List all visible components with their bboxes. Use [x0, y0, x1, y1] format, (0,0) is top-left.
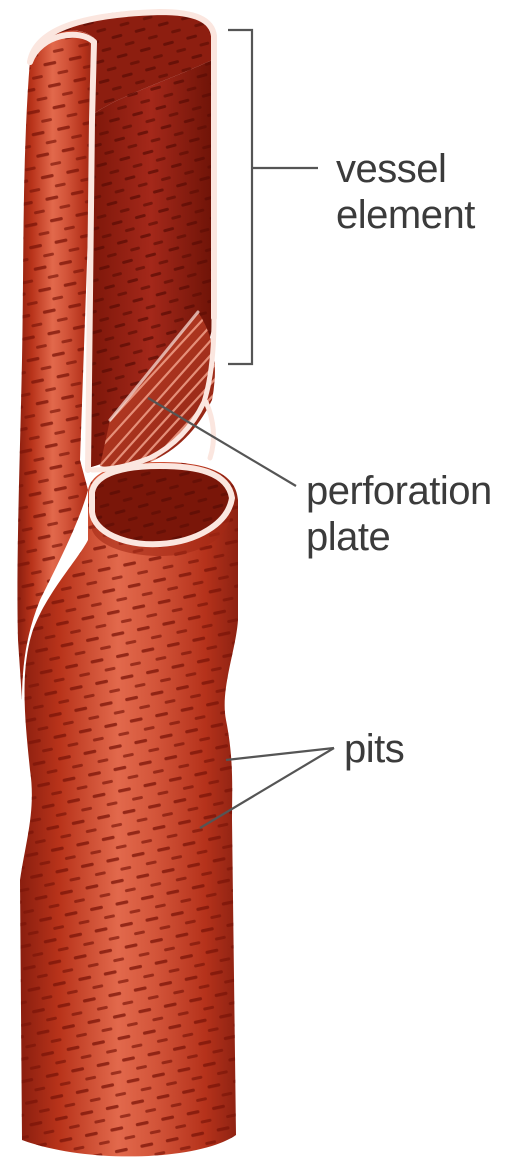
label-pits: pits — [344, 726, 404, 772]
label-pits-line-1: pits — [344, 726, 404, 772]
label-perforation-plate-line-2: plate — [306, 514, 492, 560]
label-perforation-plate: perforation plate — [306, 468, 492, 560]
label-vessel-element: vessel element — [336, 146, 475, 238]
label-perforation-plate-line-1: perforation — [306, 468, 492, 514]
vessel-element-bracket — [228, 30, 252, 364]
label-vessel-element-line-2: element — [336, 192, 475, 238]
label-vessel-element-line-1: vessel — [336, 146, 475, 192]
